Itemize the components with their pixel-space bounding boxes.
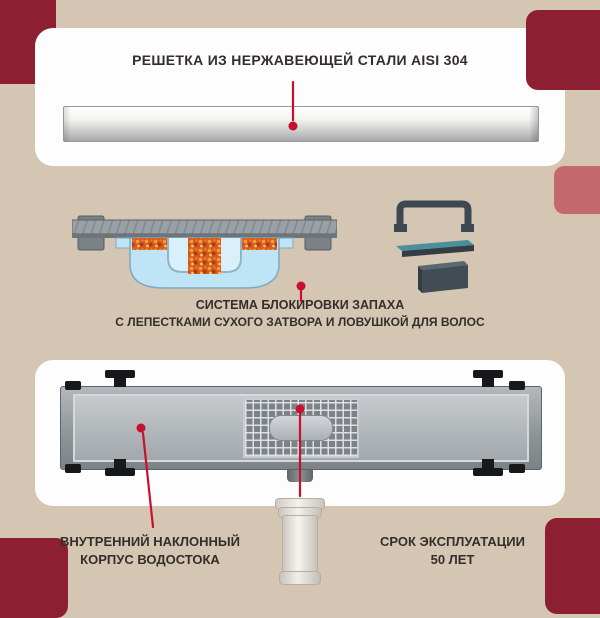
label-service-life-line2: 50 ЛЕТ [430,552,475,567]
drain-channel-inner [73,394,529,462]
trap-cup-front [422,265,468,293]
steel-grate-strip-image [63,106,539,142]
handle-tab-left [394,224,407,232]
corner-foot-bottom-right [509,464,525,473]
decor-rect-right-middle [554,166,600,214]
odor-caption-line1: СИСТЕМА БЛОКИРОВКИ ЗАПАХА [195,298,405,312]
mounting-clip-bottom-right [473,459,503,477]
mounting-clip-top-right [473,370,503,388]
label-sloped-housing: ВНУТРЕННИЙ НАКЛОННЫЙ КОРПУС ВОДОСТОКА [35,533,265,569]
grate-card: РЕШЕТКА ИЗ НЕРЖАВЕЮЩЕЙ СТАЛИ AISI 304 [35,28,565,166]
mounting-clip-bottom-left [105,459,135,477]
label-sloped-housing-line1: ВНУТРЕННИЙ НАКЛОННЫЙ [59,534,240,549]
trap-cup-side [418,266,422,293]
trap-plate-underside [72,234,337,238]
pipe-body [282,515,318,575]
dry-trap-parts-exploded-image [394,200,474,293]
gravel-column [188,238,221,274]
decor-rect-top-right [526,10,600,90]
trap-lid-top [396,240,474,251]
drain-mesh-grate [243,398,359,458]
trap-lid-side [402,245,474,257]
corner-foot-bottom-left [65,464,81,473]
drain-channel-card [35,360,565,506]
decor-rect-bottom-right [545,518,600,614]
grate-title: РЕШЕТКА ИЗ НЕРЖАВЕЮЩЕЙ СТАЛИ AISI 304 [132,52,468,68]
odor-system-caption: СИСТЕМА БЛОКИРОВКИ ЗАПАХА С ЛЕПЕСТКАМИ С… [0,297,600,331]
label-service-life-line1: СРОК ЭКСПЛУАТАЦИИ [380,534,525,549]
drain-channel-top-view-image [60,386,542,470]
trap-handle [396,200,472,228]
odor-trap-cross-section-image [72,215,337,289]
odor-caption-line2: С ЛЕПЕСТКАМИ СУХОГО ЗАТВОРА И ЛОВУШКОЙ Д… [115,315,485,329]
trap-top-plate [72,219,337,235]
corner-foot-top-right [509,381,525,390]
trap-cup-top [418,261,468,270]
label-service-life: СРОК ЭКСПЛУАТАЦИИ 50 ЛЕТ [340,533,565,569]
corner-foot-top-left [65,381,81,390]
plastic-outlet-pipe-image [270,498,330,590]
drain-mesh-cap [269,415,333,441]
label-sloped-housing-line2: КОРПУС ВОДОСТОКА [80,552,220,567]
handle-tab-right [461,224,474,232]
pipe-bottom-rim [279,571,321,585]
mounting-clip-top-left [105,370,135,388]
